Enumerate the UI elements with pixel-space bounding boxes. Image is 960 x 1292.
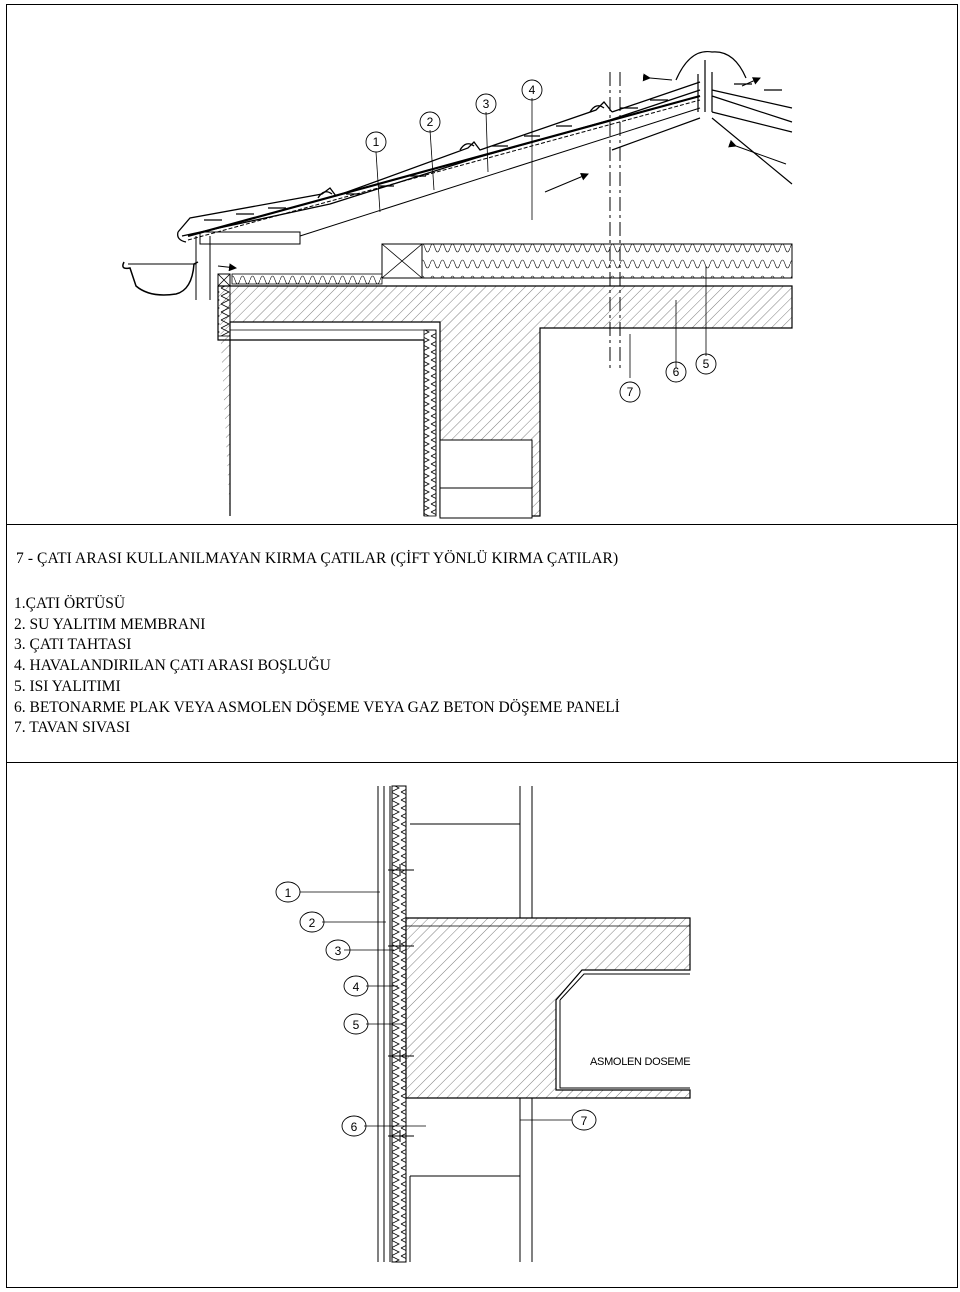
bottom-callout-5: 5 [353,1018,360,1032]
top-callout-2: 2 [427,115,434,129]
top-callout-1: 1 [373,135,380,149]
top-callout-5: 5 [703,357,710,371]
top-callout-4: 4 [529,83,536,97]
legend-item-2: 2. SU YALITIM MEMBRANI [14,615,206,633]
wall-section [275,785,691,1263]
ridge [611,50,793,185]
top-callout-6: 6 [673,365,680,379]
top-callout-7: 7 [627,385,634,399]
legend-list: 1.ÇATI ÖRTÜSÜ 2. SU YALITIM MEMBRANI 3. … [14,594,620,739]
bottom-callout-4: 4 [353,980,360,994]
legend-item-7: 7. TAVAN SIVASI [14,719,131,737]
legend-item-6: 6. BETONARME PLAK VEYA ASMOLEN DÖŞEME VE… [14,698,620,716]
concrete-slab [218,285,793,517]
bottom-callout-7: 7 [581,1114,588,1128]
figure-caption: 7 - ÇATI ARASI KULLANILMAYAN KIRMA ÇATIL… [16,550,619,567]
legend-cell [6,524,958,763]
top-leaders [375,98,707,378]
legend-item-4: 4. HAVALANDIRILAN ÇATI ARASI BOŞLUĞU [14,657,331,675]
roof-section [122,50,793,519]
bottom-concrete-slab [405,917,691,1099]
legend-item-5: 5. ISI YALITIMI [14,677,121,695]
bottom-leaders [300,891,572,1127]
asmolen-label: ASMOLEN DOSEME [590,1056,690,1068]
bottom-callout-2: 2 [309,916,316,930]
bottom-callout-3: 3 [335,944,342,958]
gutter [122,261,199,296]
bottom-callout-1: 1 [285,886,292,900]
membrane-line [187,94,701,238]
legend-item-3: 3. ÇATI TAHTASI [14,636,132,654]
page-frame [6,4,958,1288]
legend-item-1: 1.ÇATI ÖRTÜSÜ [14,595,126,612]
bottom-callout-6: 6 [351,1120,358,1134]
top-callout-3: 3 [483,97,490,111]
